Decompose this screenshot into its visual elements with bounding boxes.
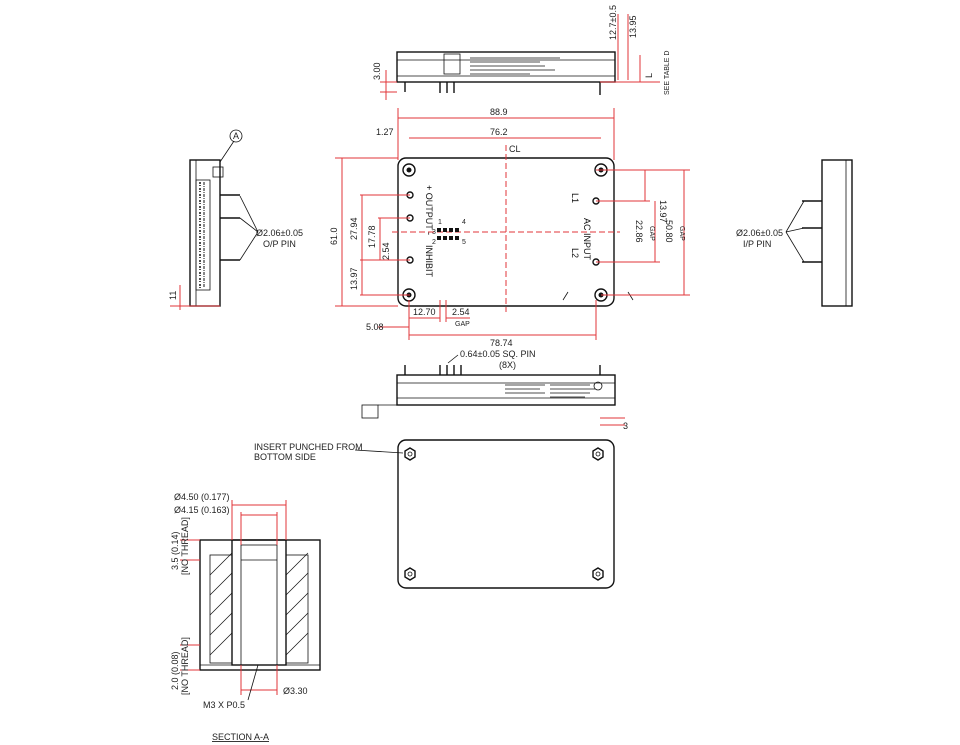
dim-13-95: 13.95 — [628, 15, 638, 38]
dim-11: 11 — [168, 291, 178, 300]
left-side-view — [170, 129, 259, 310]
section-hatching — [200, 552, 320, 666]
no-thread-1: [NO THREAD] — [180, 517, 190, 575]
right-side-view — [785, 159, 853, 307]
front-view — [361, 354, 625, 426]
dim-78-74: 78.74 — [490, 338, 513, 348]
ref-gap-2: GAP — [678, 226, 685, 241]
ac-input-label: AC INPUT — [582, 218, 592, 261]
dim-3-00: 3.00 — [372, 62, 382, 80]
bottom-view — [354, 439, 615, 589]
main-view — [335, 108, 690, 340]
dim-5-08: 5.08 — [366, 322, 384, 332]
dim-2-54-horizontal: 2.54 — [452, 307, 470, 317]
ref-gap-3: GAP — [455, 321, 470, 328]
dim-61-0: 61.0 — [329, 227, 339, 245]
l1-label: L1 — [570, 193, 580, 203]
pin-number-5: 5 — [462, 239, 466, 246]
no-thread-2: [NO THREAD] — [180, 637, 190, 695]
dim-17-78: 17.78 — [367, 225, 377, 248]
dim-12-70: 12.70 — [413, 307, 436, 317]
dim-d415: Ø4.15 (0.163) — [174, 505, 230, 515]
thread-spec: M3 X P0.5 — [203, 700, 245, 710]
inhibit-label: INHIBIT — [424, 245, 434, 278]
insert-hex — [404, 567, 416, 581]
op-pin-dim: Ø2.06±0.05 — [256, 228, 303, 238]
dim-76-2: 76.2 — [490, 127, 508, 137]
ref-gap-1: GAP — [648, 226, 655, 241]
op-pin-label: O/P PIN — [263, 239, 296, 249]
mount-hole — [402, 163, 416, 177]
callout-a-label: A — [233, 131, 239, 141]
pin-number-1: 1 — [438, 219, 442, 226]
pin-number-2: 2 — [432, 239, 436, 246]
insert-hex — [404, 447, 416, 461]
dim-3: 3 — [623, 421, 628, 431]
dim-2-54-vertical: 2.54 — [381, 242, 391, 260]
insert-hex — [592, 447, 604, 461]
dim-12-7: 12.7±0.5 — [608, 5, 618, 40]
output-label: + OUTPUT - — [424, 185, 434, 235]
section-title: SECTION A-A — [212, 732, 269, 742]
insert-note-line1: INSERT PUNCHED FROM — [254, 442, 363, 452]
sq-pin-count: (8X) — [499, 360, 516, 370]
dim-1-27: 1.27 — [376, 127, 394, 137]
pin-number-4: 4 — [462, 219, 466, 226]
dim-depth-2-0: 2.0 (0.08) — [170, 651, 180, 690]
ip-pin-dim: Ø2.06±0.05 — [736, 228, 783, 238]
dim-88-9: 88.9 — [490, 107, 508, 117]
dim-d330: Ø3.30 — [283, 686, 308, 696]
ip-pin-label: I/P PIN — [743, 239, 771, 249]
dim-L: L — [644, 73, 654, 78]
dim-50-80: 50.80 — [664, 220, 674, 243]
sq-pin-label: 0.64±0.05 SQ. PIN — [460, 349, 535, 359]
dim-d450: Ø4.50 (0.177) — [174, 492, 230, 502]
dim-13-97-left: 13.97 — [349, 267, 359, 290]
dim-27-94: 27.94 — [349, 217, 359, 240]
centerline-mark: CL — [509, 144, 521, 154]
top-side-view — [380, 14, 660, 100]
l2-label: L2 — [570, 248, 580, 258]
section-a-a — [180, 500, 321, 701]
pin-number-3: 3 — [432, 229, 436, 236]
dim-depth-3-5: 3.5 (0.14) — [170, 531, 180, 570]
see-table-note: SEE TABLE D — [664, 51, 671, 95]
insert-note-line2: BOTTOM SIDE — [254, 452, 316, 462]
insert-hex — [592, 567, 604, 581]
barcode — [199, 182, 205, 288]
dim-13-97-right: 13.97 — [658, 200, 668, 223]
dim-22-86: 22.86 — [634, 220, 644, 243]
